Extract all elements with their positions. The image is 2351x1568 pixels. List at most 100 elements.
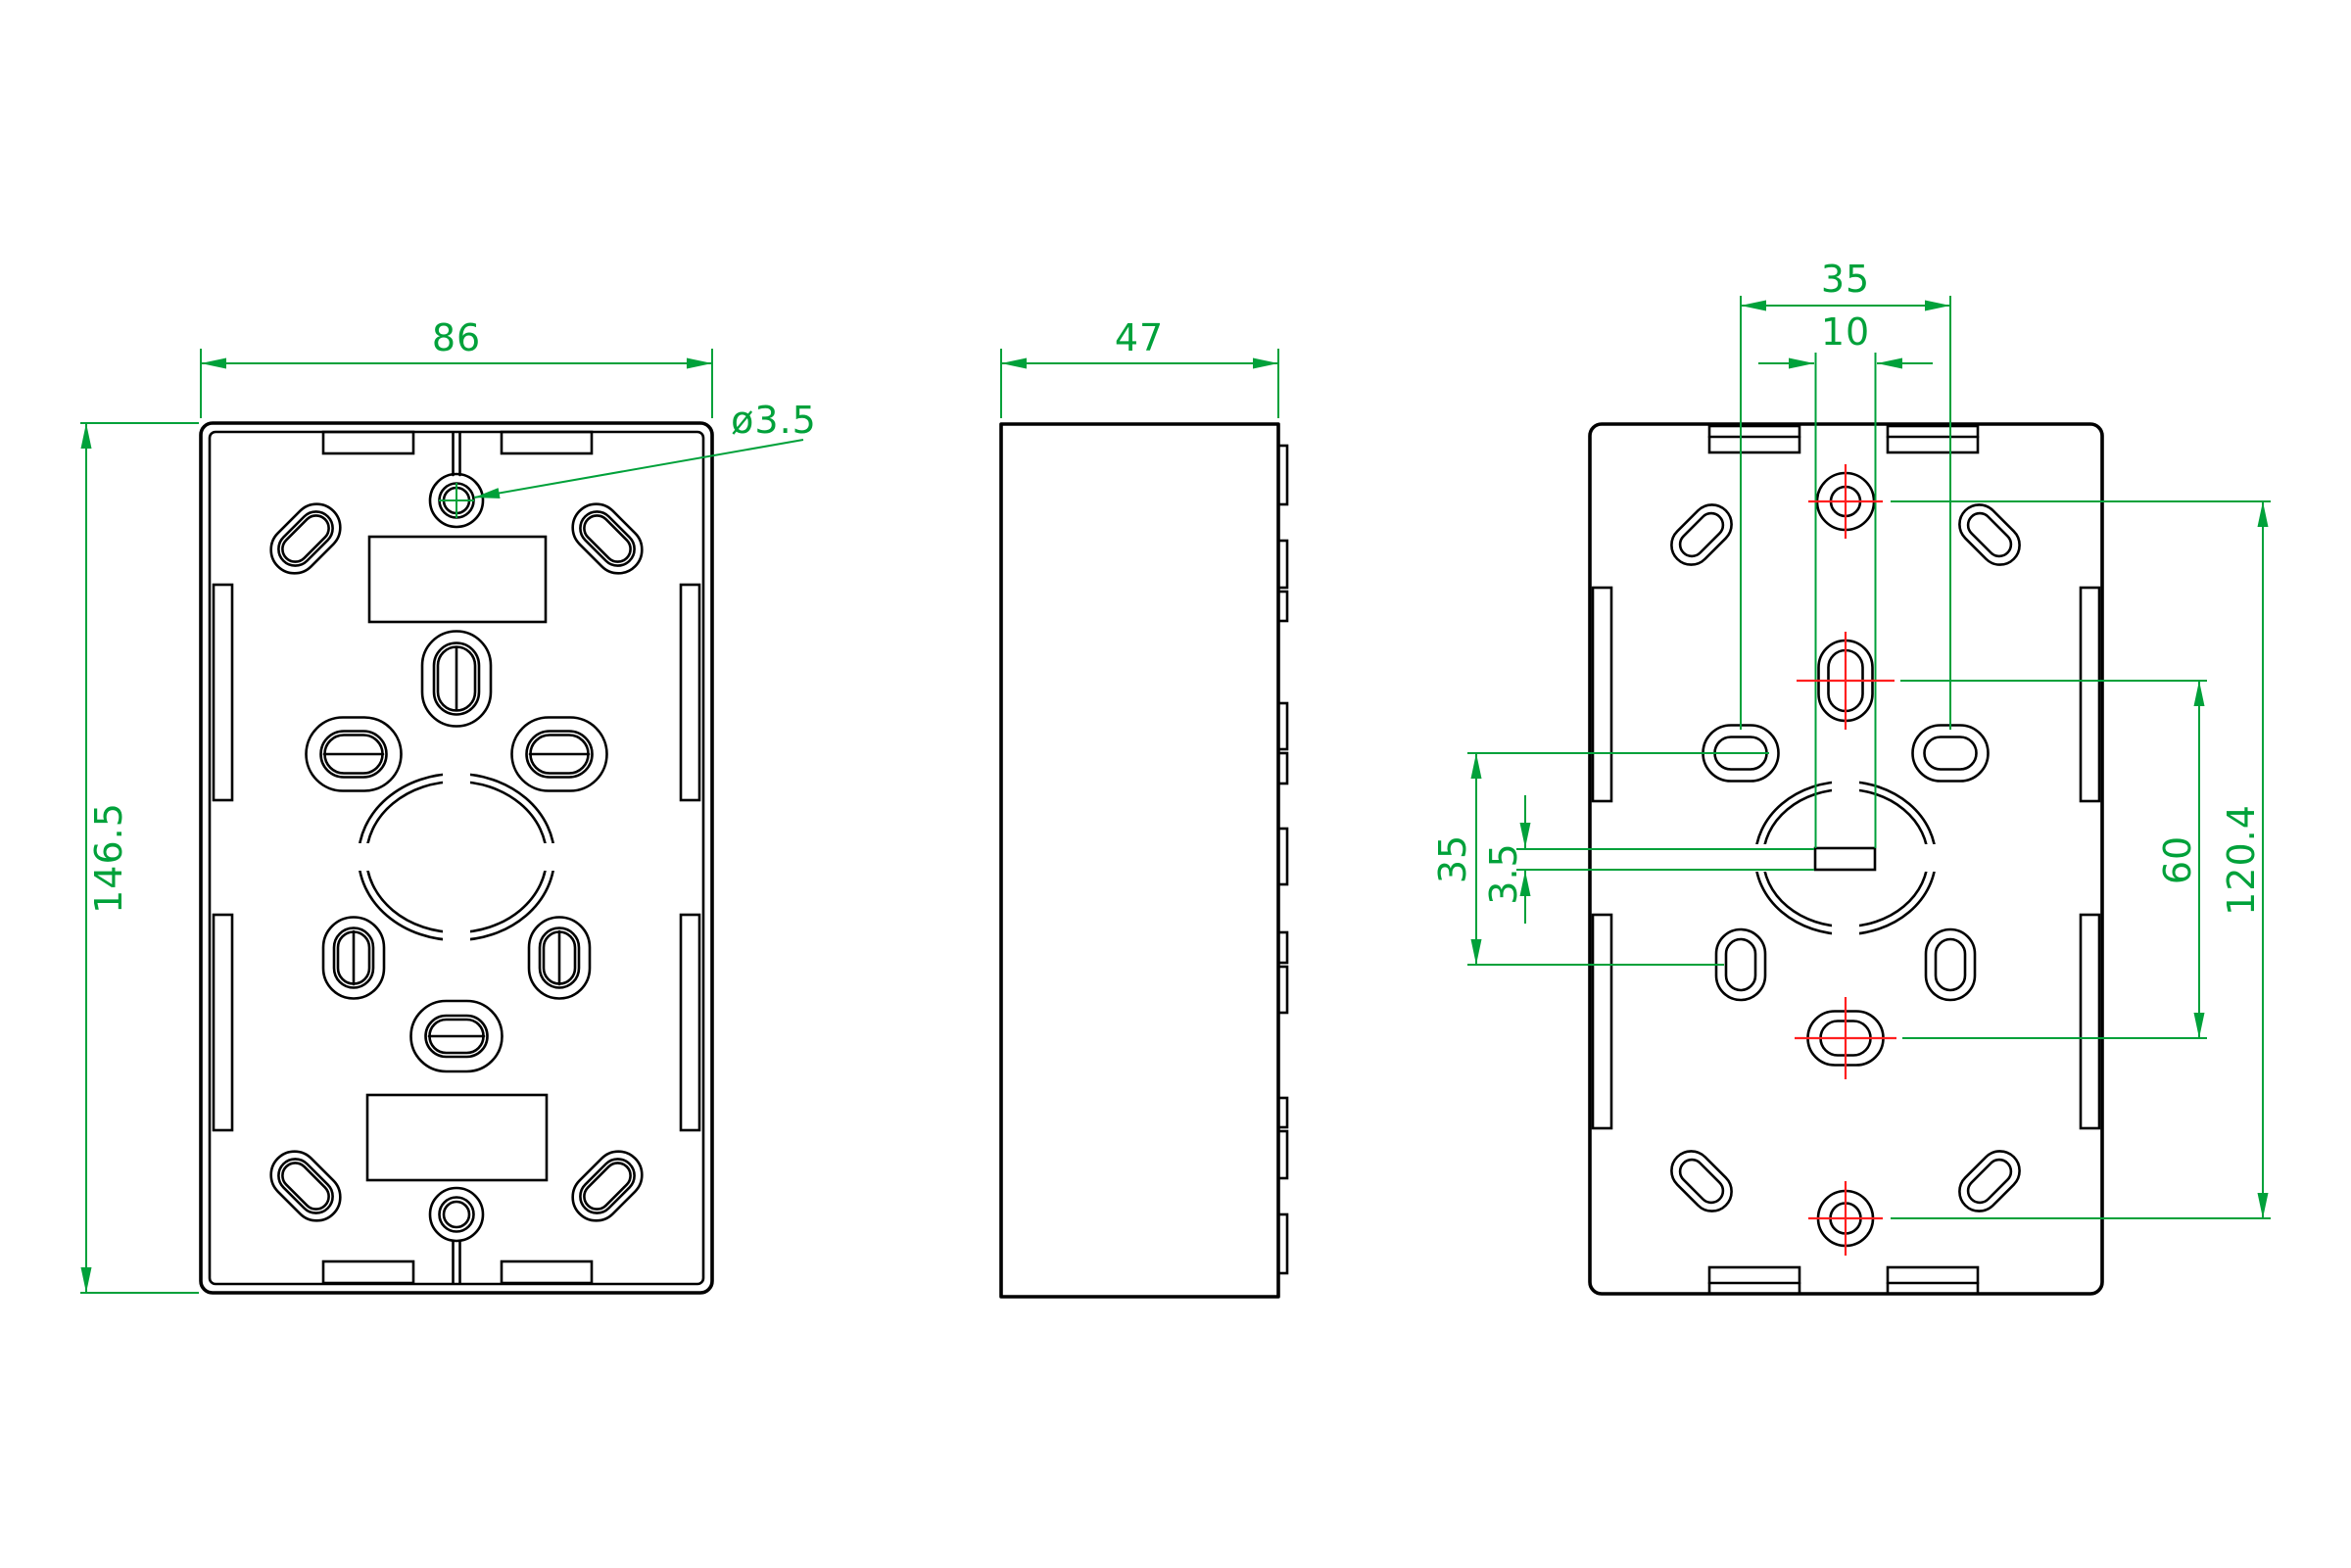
oval [424,1014,489,1059]
oval [281,514,330,563]
center-marks [1795,464,1896,1256]
dim-back-mid-pitch: 60 [1900,680,2207,1039]
tab [1276,444,1289,506]
oval [436,645,477,712]
box-outline [999,422,1280,1299]
knockout-slot-rect [1813,846,1877,872]
notch [1707,424,1801,454]
wall-slot [212,913,234,1132]
edge-tabs [1276,444,1289,1275]
knockout-oval-diagonal [1958,1150,2021,1212]
wall-slot [1591,586,1613,803]
oval [332,927,375,989]
wall-slot [2079,586,2101,803]
oval [281,1162,330,1211]
leader-line [473,439,804,499]
knockout-oval-vertical [1924,927,1977,1002]
dim-label: 60 [2156,835,2199,884]
dim-label: 35 [1821,258,1870,301]
dim-label: ø3.5 [731,399,817,442]
knockout-oval-horizontal [1911,724,1990,783]
dim-front-hole-dia: ø3.5 [439,399,817,518]
oval [1678,511,1725,558]
tab [1276,539,1289,590]
notch [1886,1265,1980,1296]
knockout-oval-vertical [527,916,592,1000]
oval [420,630,493,728]
back-view: 35 10 35 3.5 6 [1431,258,2271,1296]
knockout-rect [365,1093,549,1182]
dim-label: 146.5 [87,802,130,914]
oval [510,716,608,792]
oval [1678,1158,1725,1205]
screw-hole [428,472,485,529]
tab [1276,751,1289,785]
tab [500,1259,594,1285]
circle-gap [345,843,374,871]
oval [409,999,504,1073]
tab [1276,827,1289,886]
oval [319,730,388,779]
circle [1761,787,1930,928]
oval [1966,511,2013,558]
tab [1276,930,1289,965]
edge-notches [1707,424,1980,1296]
oval [571,1150,644,1222]
screw-hole [438,1196,475,1233]
dim-back-top-pitch: 35 [1740,258,1951,730]
wall-slot [679,913,701,1132]
oval [277,1158,334,1214]
oval [1670,1150,1733,1212]
oval [525,730,594,779]
wall-slot [2079,913,2101,1130]
circle-gap [443,924,470,949]
oval [305,716,403,792]
circle-gap [443,765,470,790]
oval [1724,937,1757,992]
circle [364,780,549,934]
dim-back-left-pitch: 35 [1431,752,1769,966]
tab [321,430,415,455]
tab [1276,1212,1289,1275]
dim-front-height: 146.5 [80,422,199,1294]
dim-label: 10 [1821,310,1870,354]
oval [1923,736,1978,771]
box-outline [199,421,714,1295]
box-outline [1588,422,2104,1296]
wall-slot [679,583,701,802]
side-view: 47 [999,316,1289,1299]
dim-label: 47 [1115,316,1164,359]
oval [1958,1150,2021,1212]
oval [579,1158,636,1214]
dim-label: 120.4 [2220,804,2263,916]
knockout-circle-central [345,765,568,949]
box-inner-wall [208,430,705,1286]
circle-gap [1922,844,1949,872]
oval [1966,1158,2013,1205]
knockout-circle-central [1742,775,1949,943]
dim-back-slot-height: 3.5 [1482,795,1814,924]
tab [1276,590,1289,623]
knockout-oval-horizontal [305,716,403,792]
knockout-obround-vertical [420,630,493,728]
oval [527,916,592,1000]
center-mark-icon [1808,1181,1883,1256]
dim-label: 35 [1431,834,1474,883]
dim-side-depth: 47 [1000,316,1279,418]
oval [277,510,334,567]
circle-gap [1832,775,1859,798]
dim-front-width: 86 [200,316,713,418]
knockout-oval-horizontal [510,716,608,792]
notch [1886,424,1980,454]
oval [1924,927,1977,1002]
knockout-oval-diagonal [571,502,644,575]
oval [1958,503,2021,566]
knockout-oval-horizontal [409,999,504,1073]
dim-back-screw-pitch: 120.4 [1891,500,2271,1219]
oval [571,502,644,575]
screw-boss-bottom [428,1186,485,1285]
oval [583,1162,632,1211]
knockout-oval-diagonal [269,1150,342,1222]
